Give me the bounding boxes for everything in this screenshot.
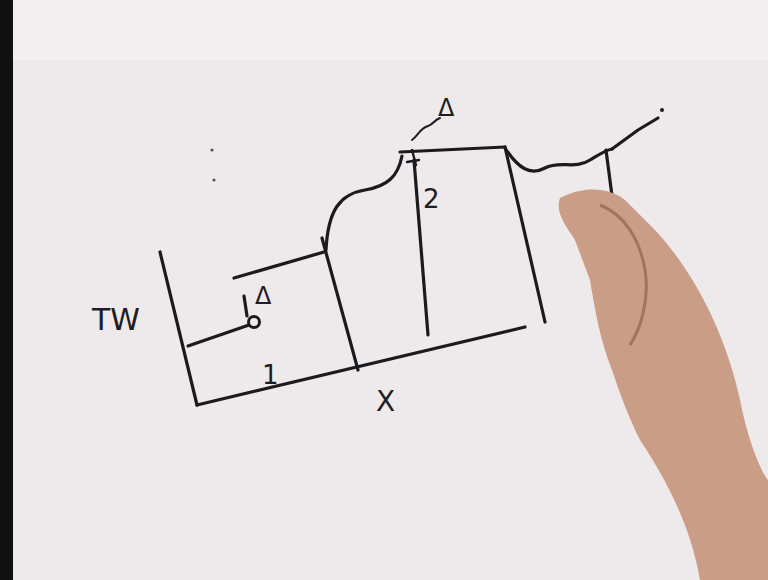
tail-curve (612, 118, 658, 149)
axis-label: TW (92, 305, 140, 335)
delta-mark (244, 296, 247, 316)
dot (660, 108, 664, 112)
rising-curve (326, 156, 402, 250)
lower-level (188, 325, 249, 346)
x-axis (197, 327, 525, 405)
point-marker (249, 317, 260, 328)
point-number: 2 (423, 186, 440, 212)
wavy-curve (505, 148, 612, 171)
point-number: 1 (262, 362, 279, 388)
leader-squiggle (412, 118, 440, 140)
hand-shadow (600, 205, 646, 345)
upper-step (234, 252, 324, 278)
dot (212, 178, 215, 181)
delta-symbol: Δ (438, 96, 454, 120)
region-boundary (505, 147, 545, 322)
delta-symbol: Δ (255, 284, 271, 308)
dot (210, 148, 213, 151)
axis-label: X (376, 388, 395, 416)
hand (559, 190, 768, 580)
point-mark (407, 150, 419, 165)
paper-glare (0, 0, 768, 60)
left-edge (0, 0, 13, 580)
region-boundary (322, 238, 358, 370)
temperature-axis (160, 252, 197, 405)
plateau (400, 147, 505, 152)
